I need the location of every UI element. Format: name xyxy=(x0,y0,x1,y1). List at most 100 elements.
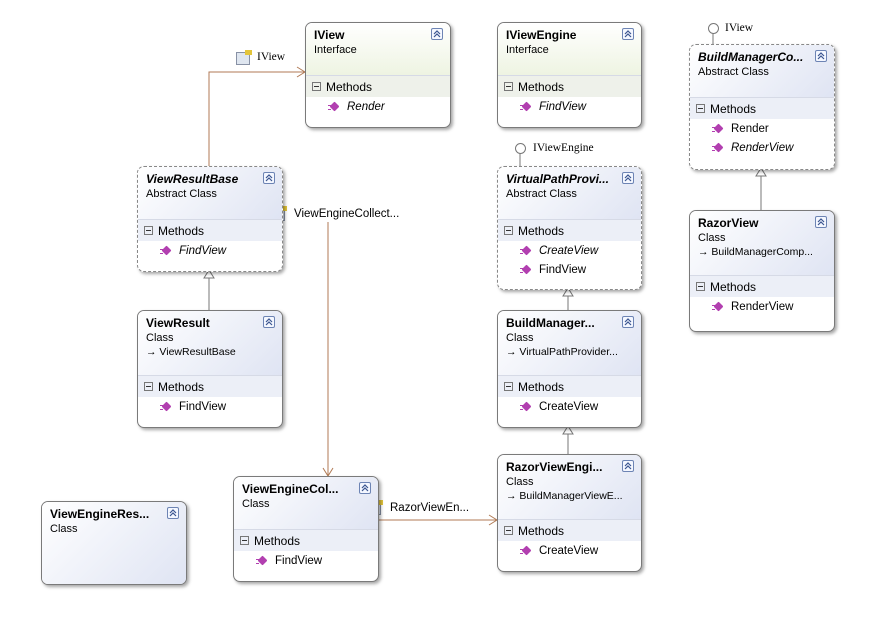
class-name: ViewResult xyxy=(146,316,210,330)
class-name: IViewEngine xyxy=(506,28,577,42)
base-class: → BuildManagerViewE... xyxy=(506,490,623,502)
inheritance-arrow xyxy=(203,269,215,279)
method-item[interactable]: FindView xyxy=(498,260,641,279)
class-shape-buildmanagerviewengine[interactable]: BuildManager...Class→ VirtualPathProvide… xyxy=(497,310,642,428)
collapse-minus-icon[interactable] xyxy=(696,104,705,113)
class-name: VirtualPathProvi... xyxy=(506,172,609,186)
lollipop-label: IView xyxy=(725,22,754,34)
collapse-minus-icon[interactable] xyxy=(696,282,705,291)
base-class: → BuildManagerComp... xyxy=(698,246,813,258)
collapse-chevron-icon[interactable] xyxy=(431,28,443,40)
methods-section-header[interactable]: Methods xyxy=(498,519,641,541)
collapse-chevron-icon[interactable] xyxy=(359,482,371,494)
methods-section-header[interactable]: Methods xyxy=(690,275,834,297)
class-name: RazorView xyxy=(698,216,759,230)
association-label[interactable]: RazorViewEn... xyxy=(390,502,470,514)
methods-section-header[interactable]: Methods xyxy=(138,219,282,241)
method-item[interactable]: FindView xyxy=(138,397,282,416)
methods-section-header[interactable]: Methods xyxy=(138,375,282,397)
method-item[interactable]: FindView xyxy=(234,551,378,570)
methods-section-header[interactable]: Methods xyxy=(234,529,378,551)
method-item[interactable]: Render xyxy=(306,97,450,116)
section-label: Methods xyxy=(158,223,205,238)
collapse-minus-icon[interactable] xyxy=(504,382,513,391)
method-icon xyxy=(520,546,530,555)
inherits-arrow-icon: → xyxy=(698,246,712,258)
collapse-minus-icon[interactable] xyxy=(144,226,153,235)
class-kind: Class xyxy=(146,332,174,344)
section-label: Methods xyxy=(518,379,565,394)
collapse-chevron-icon[interactable] xyxy=(815,50,827,62)
section-label: Methods xyxy=(518,79,565,94)
collapse-minus-icon[interactable] xyxy=(504,82,513,91)
base-class: → ViewResultBase xyxy=(146,346,260,358)
association-label[interactable]: ViewEngineCollect... xyxy=(294,208,400,220)
method-name: FindView xyxy=(179,244,227,257)
methods-section-header[interactable]: Methods xyxy=(498,219,641,241)
method-item[interactable]: Render xyxy=(690,119,834,138)
method-icon xyxy=(520,402,530,411)
method-icon xyxy=(328,102,338,111)
class-shape-razorviewengine[interactable]: RazorViewEngi...Class→ BuildManagerViewE… xyxy=(497,454,642,572)
methods-section-header[interactable]: Methods xyxy=(498,75,641,97)
method-item[interactable]: FindView xyxy=(498,97,641,116)
base-class-name: ViewResultBase xyxy=(159,346,236,358)
collapse-minus-icon[interactable] xyxy=(240,536,249,545)
association-property-icon xyxy=(236,50,252,65)
class-name: ViewEngineCol... xyxy=(242,482,339,496)
collapse-chevron-icon[interactable] xyxy=(622,460,634,472)
method-name: CreateView xyxy=(539,400,599,413)
collapse-minus-icon[interactable] xyxy=(144,382,153,391)
collapse-chevron-icon[interactable] xyxy=(263,172,275,184)
collapse-chevron-icon[interactable] xyxy=(815,216,827,228)
collapse-chevron-icon[interactable] xyxy=(622,28,634,40)
lollipop-label: IViewEngine xyxy=(533,142,594,154)
method-item[interactable]: CreateView xyxy=(498,241,641,260)
collapse-chevron-icon[interactable] xyxy=(263,316,275,328)
methods-section-header[interactable]: Methods xyxy=(306,75,450,97)
collapse-chevron-icon[interactable] xyxy=(622,316,634,328)
association-label[interactable]: IView xyxy=(257,51,286,63)
method-name: Render xyxy=(731,122,769,135)
collapse-minus-icon[interactable] xyxy=(312,82,321,91)
method-name: CreateView xyxy=(539,544,599,557)
method-icon xyxy=(160,402,170,411)
method-item[interactable]: RenderView xyxy=(690,297,834,316)
class-shape-viewengineresult[interactable]: ViewEngineRes...Class xyxy=(41,501,187,585)
collapse-chevron-icon[interactable] xyxy=(167,507,179,519)
methods-section-header[interactable]: Methods xyxy=(690,97,834,119)
method-icon xyxy=(160,246,170,255)
section-label: Methods xyxy=(710,101,757,116)
interface-lollipop-icon xyxy=(515,143,526,154)
class-name: ViewResultBase xyxy=(146,172,239,186)
method-icon xyxy=(256,556,266,565)
method-name: FindView xyxy=(539,263,587,276)
method-item[interactable]: RenderView xyxy=(690,138,834,157)
method-item[interactable]: CreateView xyxy=(498,541,641,560)
method-icon xyxy=(712,124,722,133)
class-name: BuildManager... xyxy=(506,316,595,330)
interface-lollipop-icon xyxy=(708,23,719,34)
collapse-minus-icon[interactable] xyxy=(504,526,513,535)
method-name: Render xyxy=(347,100,385,113)
method-item[interactable]: FindView xyxy=(138,241,282,260)
methods-section-header[interactable]: Methods xyxy=(498,375,641,397)
method-name: RenderView xyxy=(731,300,794,313)
method-name: FindView xyxy=(179,400,227,413)
collapse-minus-icon[interactable] xyxy=(504,226,513,235)
class-header: ViewEngineCol...Class xyxy=(234,477,378,529)
collapse-chevron-icon[interactable] xyxy=(622,172,634,184)
class-header: VirtualPathProvi...Abstract Class xyxy=(498,167,641,219)
method-item[interactable]: CreateView xyxy=(498,397,641,416)
